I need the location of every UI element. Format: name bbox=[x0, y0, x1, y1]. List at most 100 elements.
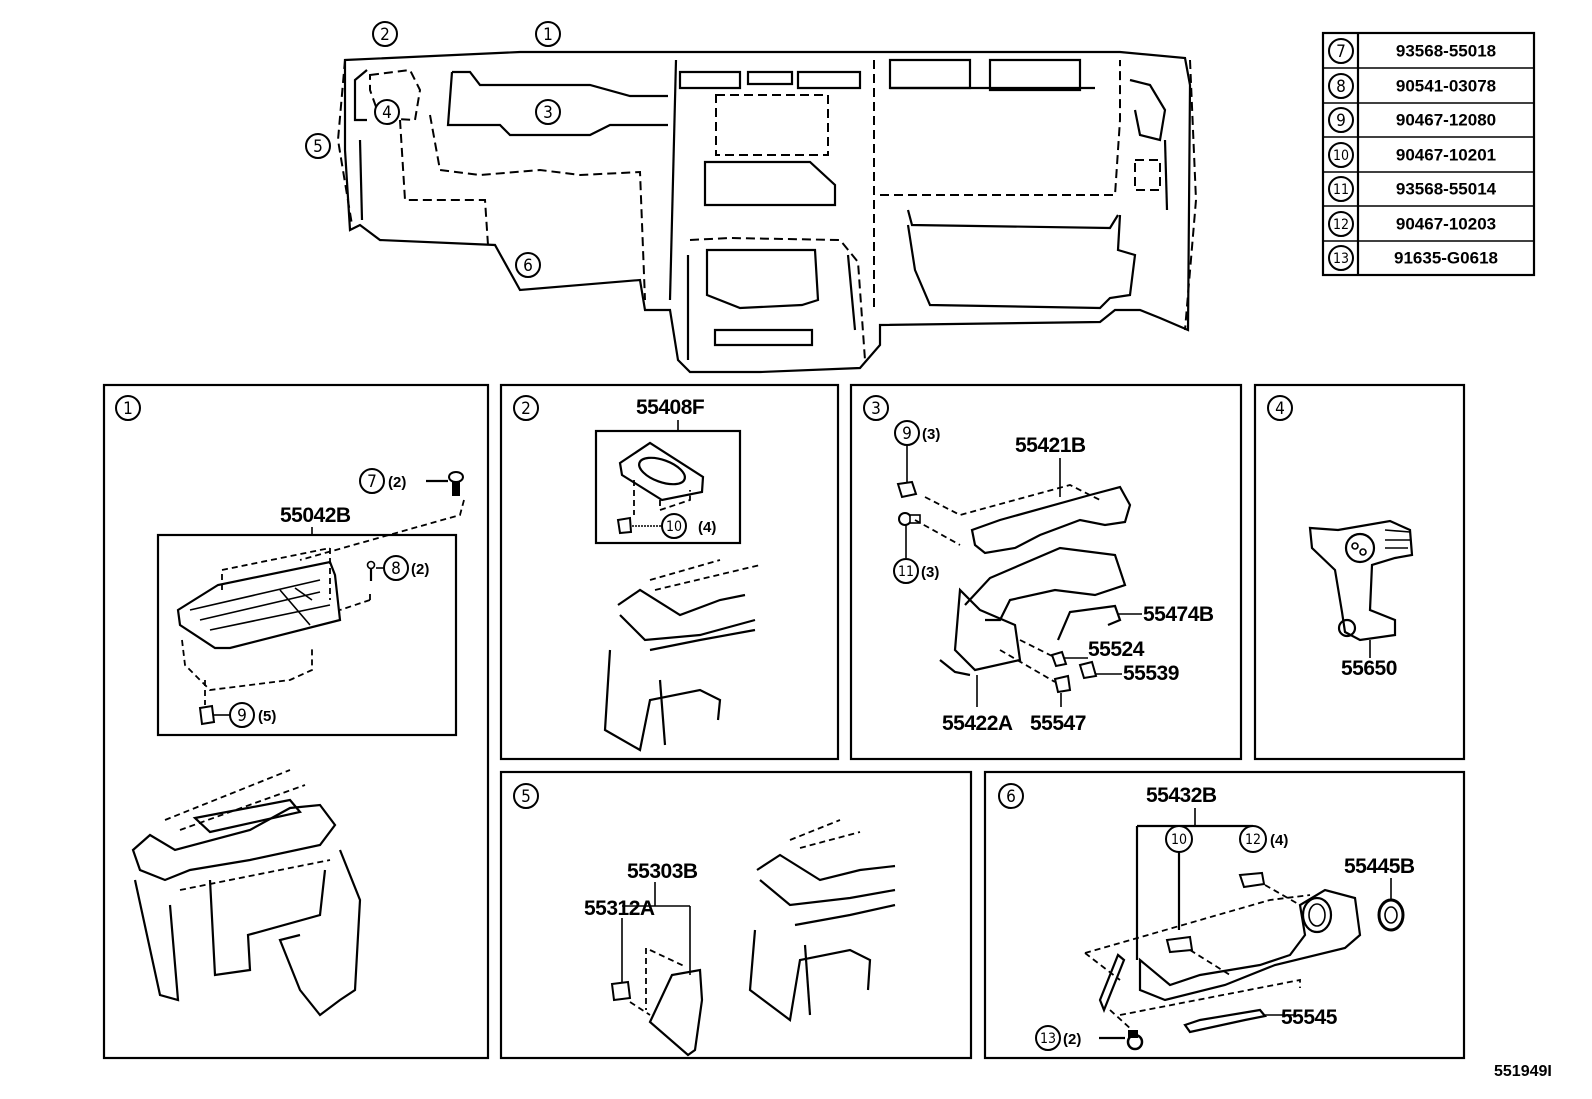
svg-text:2: 2 bbox=[521, 399, 531, 419]
glove-box-drawing bbox=[1084, 884, 1362, 1016]
legend-table: 7 93568-55018 8 90541-03078 9 90467-1208… bbox=[1321, 31, 1536, 277]
legend-row: 13 91635-G0618 bbox=[1328, 245, 1498, 271]
part-label-55524[interactable]: 55524 bbox=[1088, 638, 1145, 661]
svg-text:7: 7 bbox=[367, 472, 377, 492]
overview-callout-5[interactable]: 5 bbox=[305, 133, 331, 159]
svg-text:2: 2 bbox=[380, 25, 390, 45]
legend-ref: 11 bbox=[1333, 182, 1349, 198]
legend-part-number: 91635-G0618 bbox=[1394, 249, 1498, 268]
svg-text:(2): (2) bbox=[1063, 1031, 1081, 1048]
part-label-55650[interactable]: 55650 bbox=[1341, 657, 1397, 680]
overview-callout-6[interactable]: 6 bbox=[515, 252, 541, 278]
part-label-55422A[interactable]: 55422A bbox=[942, 712, 1013, 735]
part-label-55408F[interactable]: 55408F bbox=[636, 396, 705, 419]
svg-text:(3): (3) bbox=[921, 564, 939, 581]
svg-text:9: 9 bbox=[237, 706, 247, 726]
part-label-55042B[interactable]: 55042B bbox=[280, 504, 351, 527]
overview-callout-1[interactable]: 1 bbox=[535, 21, 561, 47]
overview-callout-3[interactable]: 3 bbox=[535, 99, 561, 125]
svg-text:13: 13 bbox=[1040, 1031, 1056, 1047]
legend-row: 7 93568-55018 bbox=[1328, 38, 1496, 64]
part-label-55303B[interactable]: 55303B bbox=[627, 860, 698, 883]
svg-text:(4): (4) bbox=[1270, 832, 1288, 849]
side-cover-drawing bbox=[629, 948, 704, 1057]
svg-text:(4): (4) bbox=[698, 519, 716, 536]
callout-fastener-13[interactable]: 13 (2) bbox=[1035, 1025, 1125, 1051]
bracket-drawing bbox=[1183, 1008, 1268, 1034]
part-label-55421B[interactable]: 55421B bbox=[1015, 434, 1086, 457]
legend-ref: 13 bbox=[1333, 251, 1349, 267]
trim-strip-drawing bbox=[1056, 604, 1122, 641]
svg-text:4: 4 bbox=[382, 103, 392, 123]
panel-4-badge[interactable]: 4 bbox=[1267, 395, 1293, 421]
legend-ref: 12 bbox=[1333, 217, 1349, 233]
callout-fastener-9[interactable]: 9 (3) bbox=[894, 420, 940, 482]
svg-text:1: 1 bbox=[543, 25, 553, 45]
clip-icon bbox=[198, 704, 216, 726]
callout-fastener-10[interactable]: 10 bbox=[1165, 825, 1193, 930]
legend-row: 8 90541-03078 bbox=[1328, 73, 1496, 99]
svg-text:(2): (2) bbox=[388, 474, 406, 491]
legend-part-number: 90541-03078 bbox=[1396, 77, 1496, 96]
part-label-55539[interactable]: 55539 bbox=[1123, 662, 1179, 685]
svg-text:5: 5 bbox=[521, 787, 531, 807]
panel-1: 1 7 (2) 55042B bbox=[102, 383, 490, 1060]
panel-3-badge[interactable]: 3 bbox=[863, 395, 889, 421]
dashboard-locator-drawing bbox=[748, 819, 896, 1022]
svg-text:10: 10 bbox=[1171, 832, 1187, 848]
panel-1-badge[interactable]: 1 bbox=[115, 395, 141, 421]
callout-fastener-12[interactable]: 12 (4) bbox=[1239, 825, 1288, 853]
panel-4: 4 55650 bbox=[1253, 383, 1466, 761]
pin-icon bbox=[366, 560, 376, 581]
bolt-icon bbox=[448, 471, 464, 496]
dashboard-locator-drawing bbox=[603, 559, 761, 752]
part-label-55445B[interactable]: 55445B bbox=[1344, 855, 1415, 878]
callout-fastener-7[interactable]: 7 (2) bbox=[359, 468, 448, 494]
legend-part-number: 90467-10201 bbox=[1396, 146, 1496, 165]
svg-text:5: 5 bbox=[313, 137, 323, 157]
callout-fastener-10[interactable]: 10 (4) bbox=[632, 513, 716, 539]
svg-text:(5): (5) bbox=[258, 708, 276, 725]
callout-fastener-9[interactable]: 9 (5) bbox=[214, 702, 276, 728]
part-label-55312A[interactable]: 55312A bbox=[584, 897, 655, 920]
overview-callouts: 1 2 3 4 5 6 bbox=[305, 21, 561, 278]
svg-text:4: 4 bbox=[1275, 399, 1285, 419]
legend-part-number: 90467-10203 bbox=[1396, 215, 1496, 234]
cup-holder-drawing bbox=[618, 441, 705, 515]
storage-tray-drawing bbox=[176, 547, 371, 705]
callout-fastener-11[interactable]: 11 (3) bbox=[893, 525, 939, 584]
part-label-55547[interactable]: 55547 bbox=[1030, 712, 1086, 735]
legend-row: 11 93568-55014 bbox=[1328, 176, 1497, 202]
part-label-55474B[interactable]: 55474B bbox=[1143, 603, 1214, 626]
svg-text:6: 6 bbox=[1006, 787, 1016, 807]
screw-icon bbox=[1126, 1030, 1144, 1051]
panel-2-badge[interactable]: 2 bbox=[513, 395, 539, 421]
dashboard-overview bbox=[336, 50, 1198, 374]
part-label-55545[interactable]: 55545 bbox=[1281, 1006, 1338, 1029]
side-vent-drawing bbox=[1308, 519, 1414, 642]
figure-id: 551949I bbox=[1494, 1063, 1552, 1080]
svg-text:11: 11 bbox=[898, 564, 914, 580]
panel-5: 5 55303B 55312A bbox=[499, 770, 973, 1060]
panel-2: 2 55408F 10 (4) bbox=[499, 383, 840, 761]
clip-icon bbox=[616, 516, 633, 535]
legend-ref: 9 bbox=[1336, 111, 1346, 131]
legend-part-number: 93568-55014 bbox=[1396, 180, 1497, 199]
svg-text:12: 12 bbox=[1245, 832, 1261, 848]
panel-6-badge[interactable]: 6 bbox=[998, 783, 1024, 809]
legend-row: 12 90467-10203 bbox=[1328, 211, 1496, 237]
legend-row: 10 90467-10201 bbox=[1328, 142, 1496, 168]
panel-3: 3 9 (3) 11 (3) 55421B bbox=[849, 383, 1243, 761]
panel-5-badge[interactable]: 5 bbox=[513, 783, 539, 809]
svg-text:(3): (3) bbox=[922, 426, 940, 443]
legend-ref: 10 bbox=[1333, 148, 1349, 164]
part-label-55432B[interactable]: 55432B bbox=[1146, 784, 1217, 807]
overview-callout-4[interactable]: 4 bbox=[374, 99, 400, 125]
clip-icon bbox=[1165, 871, 1266, 954]
legend-ref: 8 bbox=[1336, 77, 1346, 97]
callout-fastener-8[interactable]: 8 (2) bbox=[376, 555, 429, 581]
overview-callout-2[interactable]: 2 bbox=[372, 21, 398, 47]
svg-text:9: 9 bbox=[902, 424, 912, 444]
legend-part-number: 93568-55018 bbox=[1396, 42, 1496, 61]
